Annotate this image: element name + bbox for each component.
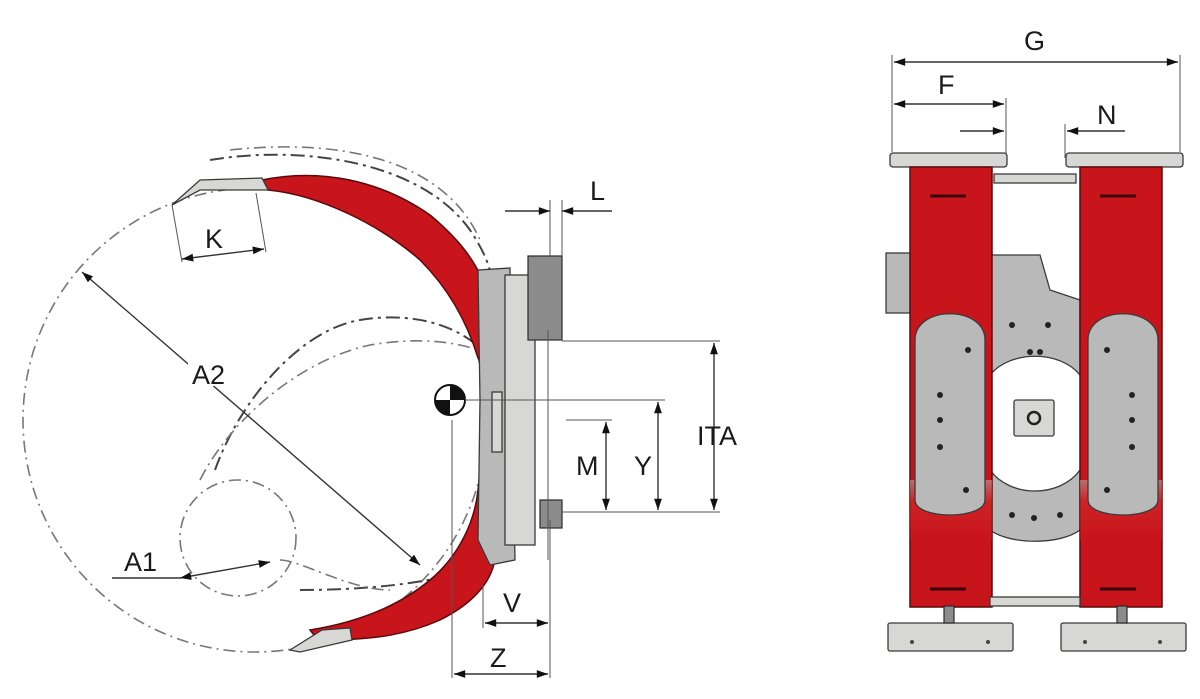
rotator-body [989,254,1081,377]
mount-bracket-bottom [539,499,563,529]
dimension-label-l: L [590,176,605,206]
bottom-pad-left [887,622,1014,652]
dimension-label-g: G [1024,26,1045,56]
side-view: K A2 A1 L ITA Y M V [22,146,737,678]
dimension-label-a1: A1 [124,547,157,577]
front-view: G F N [885,26,1187,652]
dimension-label-v: V [503,588,521,618]
dimension-label-ita: ITA [697,421,737,451]
arm-bearing-left [914,313,986,516]
dimension-label-n: N [1097,100,1117,130]
dimension-label-a2: A2 [192,360,225,390]
min-roll-circle [179,479,297,597]
mount-bracket-top [527,255,563,341]
top-pad-left [889,152,1008,168]
arm-bearing-right [1087,313,1159,516]
center-of-gravity-icon [434,384,466,416]
lower-pad [288,627,353,653]
rotator-hub [1013,399,1055,437]
dimension-label-f: F [938,70,955,100]
bottom-pad-right [1060,622,1187,652]
dimension-label-m: M [576,451,599,481]
top-pad-right [1065,152,1184,168]
dimension-label-z: Z [490,643,507,673]
dimension-label-k: K [205,224,223,254]
dimension-label-y: Y [634,451,652,481]
upper-pad [171,177,270,206]
